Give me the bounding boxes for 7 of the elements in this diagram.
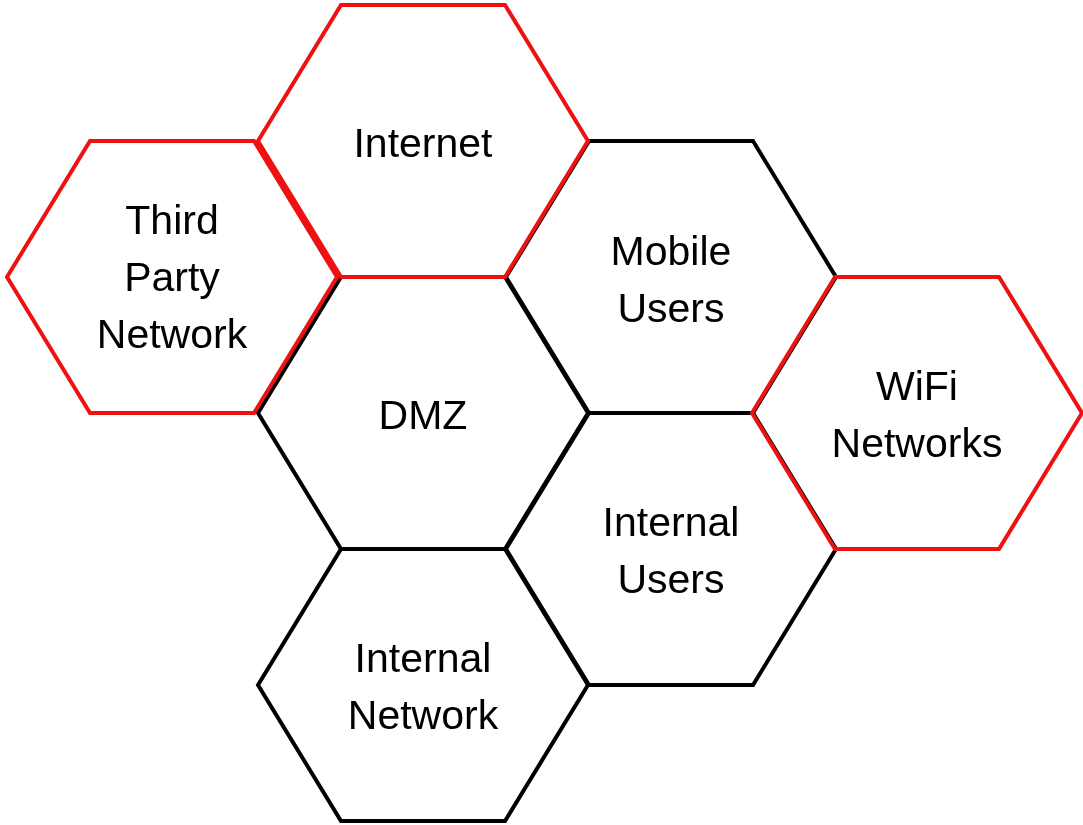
node-label: Internet: [353, 119, 493, 168]
node-label: Internal Users: [601, 498, 741, 604]
node-label: WiFi Networks: [830, 362, 1004, 468]
node-label: DMZ: [378, 391, 468, 440]
node-label: Mobile Users: [609, 226, 733, 333]
node-label: Internal Network: [346, 634, 500, 740]
node-label: Third Party Network: [95, 195, 249, 359]
